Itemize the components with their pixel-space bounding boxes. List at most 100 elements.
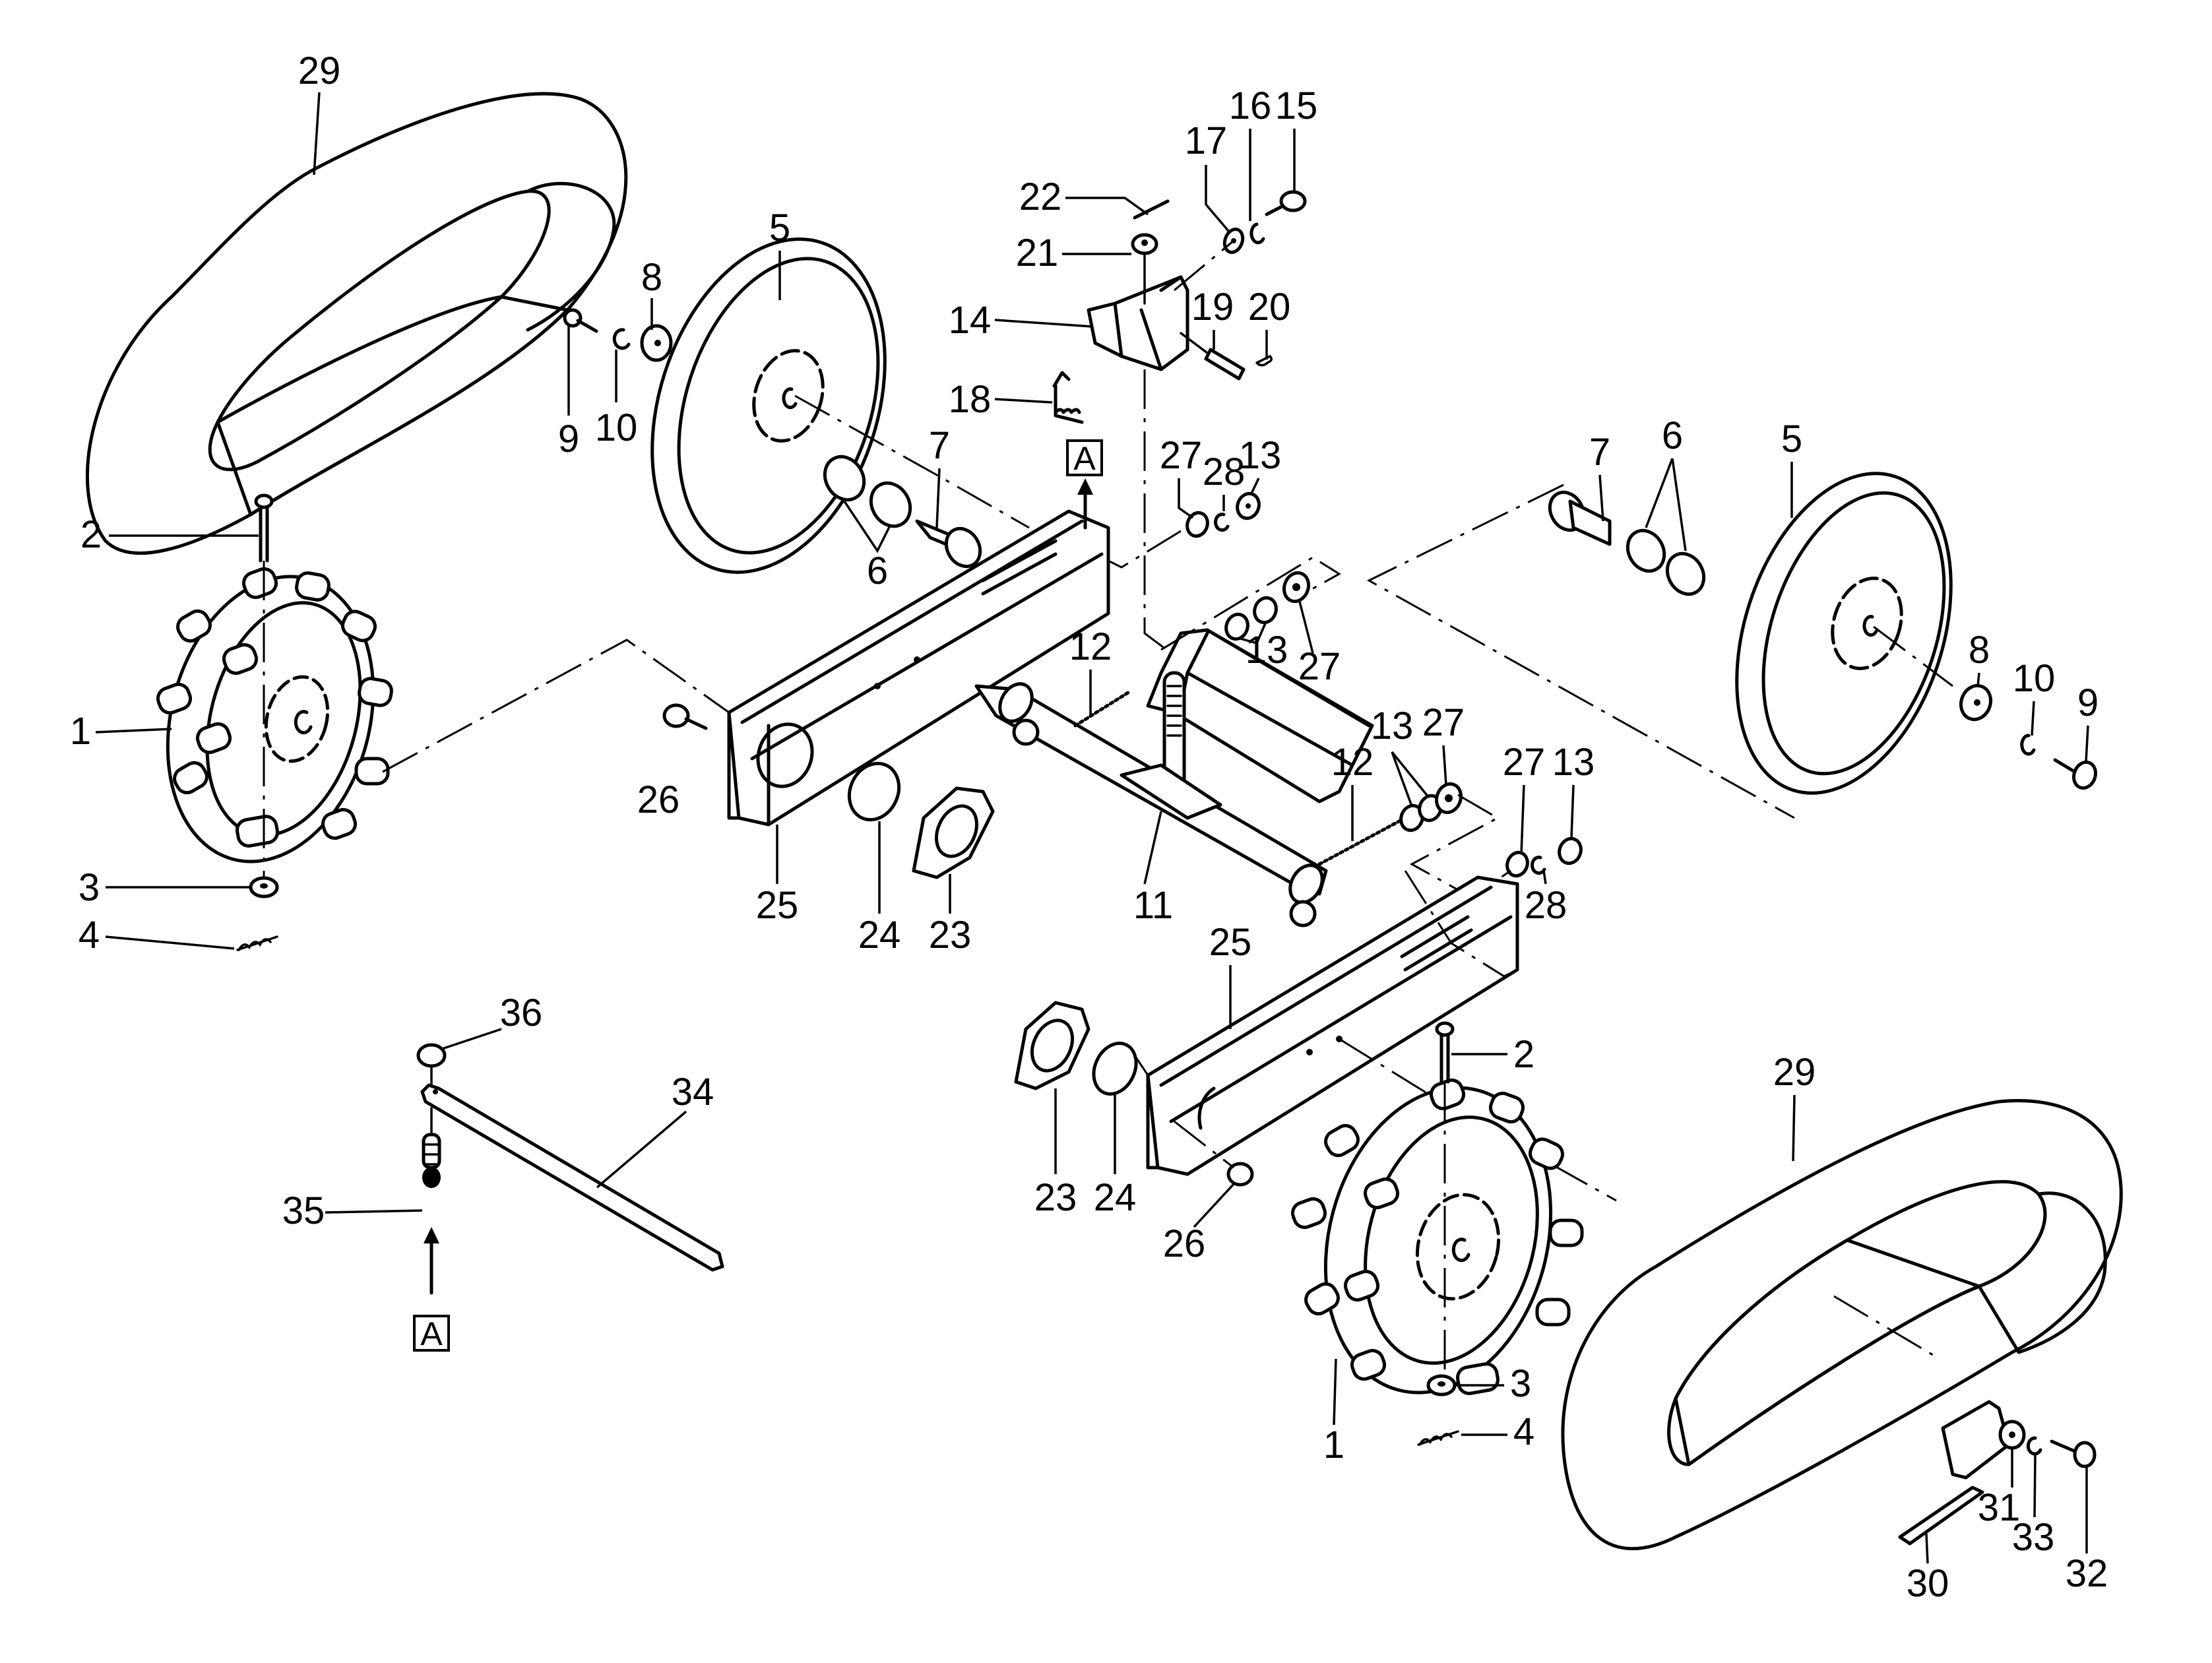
callout-31: 31: [1978, 1486, 2021, 1529]
view-marker-label-lower: A: [420, 1315, 443, 1352]
track-frame-lower: [1146, 875, 1519, 1176]
bracket-14: [1087, 275, 1189, 371]
track-frame-upper: [727, 478, 1110, 827]
washer-3-left: [249, 876, 279, 898]
callout-33: 33: [2012, 1516, 2055, 1559]
callout-28-top: 28: [1203, 451, 1246, 493]
drive-sprocket-right: [1290, 1078, 1584, 1395]
tension-spring-12-lower: [1317, 816, 1407, 866]
callout-23-upper: 23: [929, 914, 972, 957]
callout-13-mid: 13: [1246, 629, 1288, 672]
lock-washer-10-right: [2020, 734, 2036, 756]
axis-line-bolt-lower: [1174, 1120, 1234, 1169]
callout-24-lower: 24: [1094, 1176, 1137, 1219]
bearings-6-left: [823, 455, 912, 528]
callout-27-lower: 27: [1503, 741, 1546, 784]
washer-21: [1131, 233, 1158, 305]
washer-8-right: [1959, 683, 1993, 722]
callout-20: 20: [1248, 286, 1291, 329]
axis-line-bracket-vertical: [1143, 369, 1172, 654]
callout-10-upper: 10: [595, 406, 638, 449]
tension-spring-12-upper: [1073, 691, 1130, 728]
bearing-flange-23-upper: [912, 786, 995, 879]
callout-16: 16: [1229, 84, 1272, 127]
callout-30: 30: [1907, 1562, 1949, 1605]
callout-34: 34: [672, 1071, 714, 1114]
callout-19: 19: [1191, 286, 1234, 329]
axis-line-idler-right-hub: [1873, 625, 1953, 687]
axis-line-frame-lower-2: [1404, 870, 1518, 978]
pin-2-right: [1435, 1021, 1455, 1372]
view-arrow-a-lower: [424, 1227, 439, 1295]
bolt-9-right: [2053, 758, 2098, 790]
axis-line-bracket: [1174, 239, 1234, 292]
callout-8-upper: 8: [641, 256, 662, 299]
bolt-15: [1265, 190, 1307, 216]
washer-8-left: [640, 324, 673, 362]
callout-32: 32: [2066, 1552, 2108, 1595]
callout-29-lower: 29: [1773, 1051, 1816, 1094]
callout-11: 11: [1133, 884, 1173, 927]
callout-2-upper: 2: [80, 513, 102, 556]
cotter-pin-22: [1133, 199, 1170, 220]
callout-6-upper: 6: [867, 549, 888, 592]
callout-1-lower: 1: [1323, 1424, 1344, 1466]
crawler-track-left: [85, 92, 628, 555]
bearing-flange-23-lower: [1014, 1001, 1090, 1090]
callout-8-lower: 8: [1969, 629, 1990, 672]
callout-13-right: 13: [1371, 705, 1414, 747]
callout-4-upper: 4: [79, 914, 100, 957]
idler-shaft-7-left: [915, 519, 982, 569]
bolt-32: [2050, 1439, 2097, 1468]
callout-25-lower: 25: [1209, 921, 1252, 964]
callout-24-upper: 24: [858, 914, 901, 957]
callout-13-top: 13: [1239, 434, 1282, 477]
bearings-6-right: [1626, 528, 1706, 596]
pin-2-left: [254, 493, 274, 877]
view-marker-a-lower: A: [413, 1315, 450, 1352]
callout-29-upper: 29: [298, 49, 341, 92]
callout-3-upper: 3: [79, 866, 100, 909]
idler-wheel-right: [1735, 472, 1953, 795]
callout-7-upper: 7: [929, 424, 950, 467]
callout-35: 35: [282, 1189, 325, 1232]
callout-10-lower: 10: [2013, 657, 2056, 700]
callout-9-upper: 9: [558, 418, 579, 460]
cotter-pin-4-right: [1417, 1430, 1459, 1446]
callout-4-lower: 4: [1513, 1410, 1534, 1453]
callout-5-lower: 5: [1781, 418, 1802, 460]
callout-14: 14: [949, 299, 992, 342]
idler-shaft-7-right: [1548, 490, 1612, 546]
callout-5-upper: 5: [769, 206, 790, 249]
bolt-35: [422, 1107, 441, 1188]
cotter-pin-4-left: [236, 935, 278, 951]
lock-washer-16: [1249, 222, 1265, 245]
idler-wheel-left: [650, 237, 887, 574]
callout-15: 15: [1275, 84, 1318, 127]
snap-ring-24-lower: [1092, 1042, 1138, 1096]
callout-9-lower: 9: [2077, 681, 2099, 724]
axis-line-hw-lower: [1409, 794, 1511, 898]
lock-washer-33: [2026, 1436, 2042, 1456]
callout-36: 36: [500, 991, 543, 1034]
callout-12-lower: 12: [1331, 741, 1374, 784]
washer-3-right: [1426, 1374, 1457, 1396]
callout-27-mid: 27: [1298, 645, 1341, 688]
nut-36: [416, 1043, 447, 1086]
callout-26-upper: 26: [637, 778, 680, 821]
snap-ring-24-upper: [847, 761, 901, 822]
collar-31: [1998, 1420, 2026, 1450]
callout-28-lower: 28: [1525, 884, 1567, 927]
crawler-track-right: [1561, 1099, 2123, 1551]
callout-18: 18: [949, 378, 992, 421]
callout-27-right: 27: [1422, 701, 1465, 744]
callout-23-lower: 23: [1034, 1176, 1077, 1219]
axis-line-flange-lower: [1133, 1055, 1149, 1076]
axis-line-sprocket-left: [382, 639, 730, 773]
axis-line-hw-top: [1108, 530, 1182, 569]
callouts: 29 8 9 10 5 2 1 3 4 6 7 22 21: [70, 49, 2108, 1605]
axis-line-hw-mid: [1160, 556, 1341, 651]
callout-3-lower: 3: [1510, 1362, 1531, 1405]
axis-line-track-right: [1833, 1295, 1940, 1360]
